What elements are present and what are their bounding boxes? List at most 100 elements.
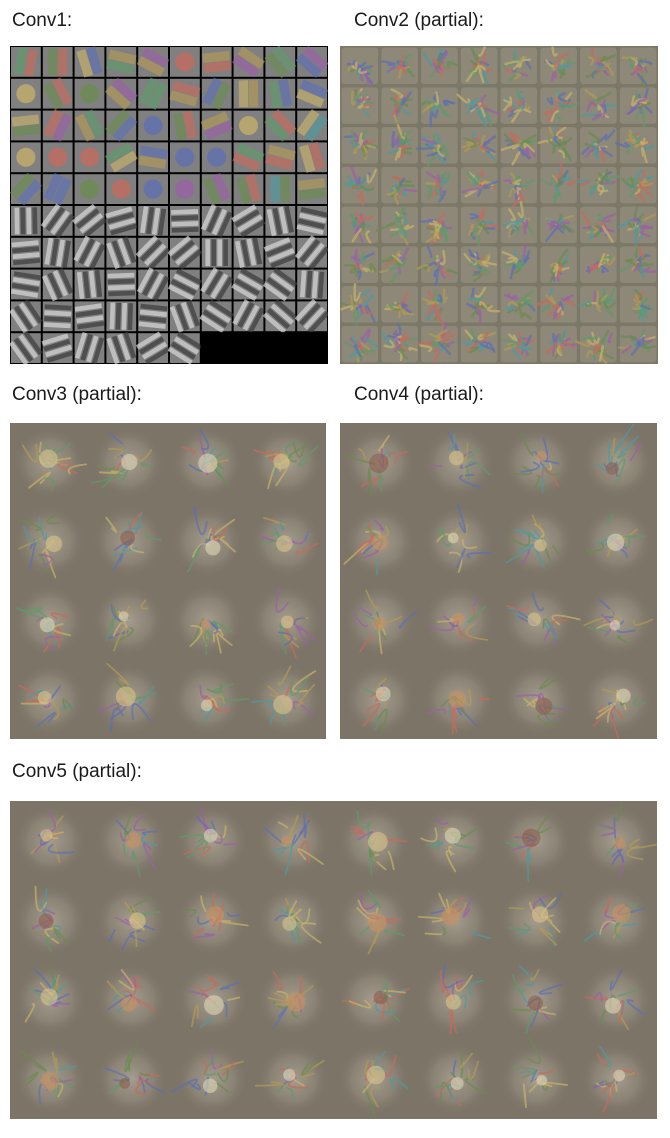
conv1-filter [74, 109, 105, 142]
conv5-feature-tile [579, 1042, 654, 1116]
conv1-filter [74, 174, 105, 204]
conv1-filter [106, 174, 137, 204]
conv3-feature-tile [13, 505, 86, 579]
conv1-filter [106, 47, 137, 77]
conv2-feature-tile [460, 206, 499, 247]
conv2-feature-tile [460, 246, 498, 283]
conv1-filter [200, 110, 233, 141]
conv1-filter [201, 77, 232, 110]
conv1-filter [106, 301, 137, 332]
conv1-filter [42, 301, 73, 332]
conv2-feature-tile [416, 127, 458, 168]
conv2-feature-tile [619, 166, 657, 204]
conv2-feature-tile [341, 206, 379, 244]
conv2-feature-tile [341, 165, 379, 206]
conv1-label: Conv1: [12, 10, 73, 31]
conv1-filter [74, 331, 105, 364]
conv1-filter [200, 204, 233, 238]
conv4-feature-grid [340, 423, 657, 739]
conv1-filter [105, 206, 138, 236]
conv4-feature-tile [580, 584, 654, 657]
conv1-filter [104, 142, 138, 173]
conv2-feature-tile [341, 127, 380, 164]
conv1-filter [10, 269, 41, 300]
conv5-feature-tile [94, 963, 169, 1037]
conv2-feature-tile [580, 127, 617, 164]
conv1-filter [74, 46, 105, 78]
conv2-feature-tile [500, 127, 538, 166]
conv2-feature-tile [500, 201, 538, 244]
conv1-filter [262, 267, 298, 302]
conv3-feature-tile [250, 505, 323, 578]
conv1-filter [42, 237, 73, 268]
conv1-filter [11, 237, 41, 268]
conv2-feature-tile [578, 286, 617, 323]
conv1-filter [138, 77, 168, 111]
conv2-feature-tile [576, 166, 620, 204]
conv5-label: Conv5 (partial): [12, 761, 142, 782]
conv1-filter [199, 299, 235, 334]
conv1-filter [295, 46, 328, 78]
conv2-feature-tile [580, 47, 617, 85]
conv1-filter [265, 174, 296, 204]
conv2-feature-tile [421, 286, 458, 327]
conv5-feature-tile [418, 883, 492, 957]
conv1-filter [231, 268, 266, 301]
conv1-filter [265, 205, 296, 237]
conv1-filter [200, 267, 234, 302]
conv1-filter [201, 142, 232, 173]
conv2-feature-tile [416, 245, 458, 287]
conv1-filter [135, 331, 171, 364]
conv1-filter [42, 142, 73, 173]
conv3-feature-tile [250, 663, 323, 736]
conv5-feature-tile [418, 1042, 492, 1116]
conv1-filter [136, 267, 170, 302]
conv1-filter [41, 333, 74, 363]
conv4-feature-tile [422, 584, 496, 657]
conv1-filter [104, 77, 138, 110]
conv1-filter [74, 301, 105, 332]
conv5-feature-tile [94, 804, 169, 878]
conv3-feature-tile [13, 663, 86, 736]
conv1-filter [265, 78, 296, 109]
conv1-filter [264, 142, 296, 173]
conv3-feature-tile [91, 426, 165, 499]
conv2-feature-tile [617, 325, 658, 363]
conv1-filter [136, 47, 170, 77]
conv2-feature-tile [619, 47, 657, 89]
conv3-label: Conv3 (partial): [12, 384, 142, 405]
conv5-feature-tile [13, 1042, 88, 1116]
conv4-feature-tile [343, 505, 417, 578]
conv2-feature-tile [618, 206, 657, 247]
conv1-filter [233, 110, 264, 141]
conv1-filter [294, 298, 328, 334]
conv2-feature-tile [500, 325, 538, 363]
conv2-feature-tile [381, 322, 418, 363]
conv3-feature-tile [92, 584, 165, 657]
conv1-filter [73, 235, 106, 270]
conv1-filter [167, 331, 203, 364]
conv1-filter [11, 78, 41, 109]
conv1-filter [41, 267, 74, 302]
conv2-feature-tile [460, 325, 498, 363]
conv2-feature-tile [619, 246, 658, 283]
conv2-feature-tile [580, 87, 617, 124]
conv5-feature-tile [256, 963, 330, 1037]
conv3-feature-tile [13, 426, 87, 499]
conv4-feature-tile [422, 503, 496, 578]
conv5-feature-tile [256, 804, 330, 878]
conv4-feature-tile [580, 663, 654, 739]
conv1-filter [262, 298, 298, 334]
conv2-feature-tile [500, 47, 538, 85]
conv2-feature-tile [421, 47, 460, 85]
conv5-feature-tile [94, 1040, 169, 1116]
conv2-feature-tile [540, 325, 580, 363]
conv1-filter [167, 235, 203, 270]
conv2-feature-tile [341, 325, 379, 363]
conv1-filter [71, 203, 108, 239]
conv1-filter [169, 78, 201, 109]
conv2-feature-tile [418, 206, 458, 245]
conv2-feature-tile [341, 87, 379, 124]
conv1-filter [170, 47, 200, 77]
conv1-filter [295, 78, 328, 109]
